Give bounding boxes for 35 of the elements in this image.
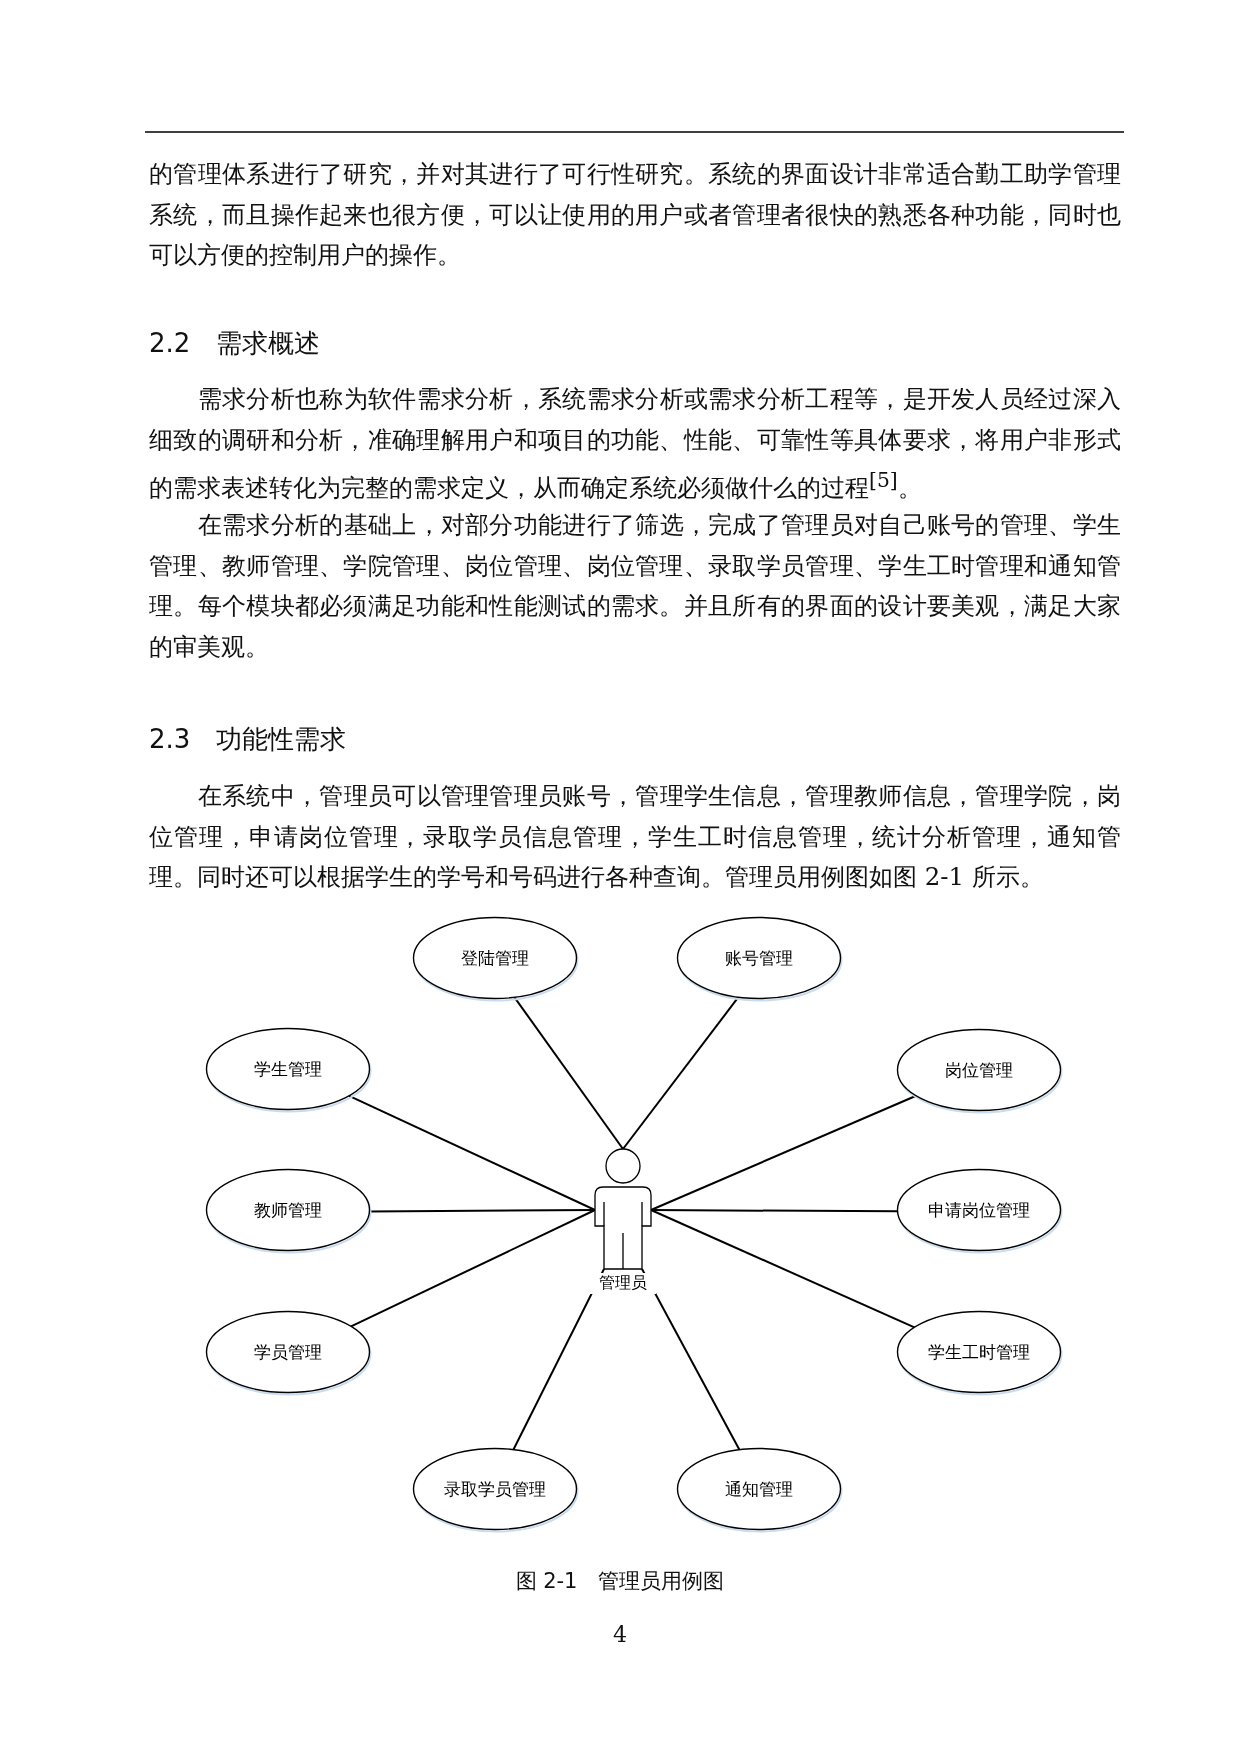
use-case-ellipse xyxy=(205,1310,371,1394)
use-case-ellipse xyxy=(676,1447,842,1531)
use-case-name: 申请岗位管理 xyxy=(927,1199,1031,1221)
actor-figure xyxy=(590,1146,656,1296)
use-case-name: 岗位管理 xyxy=(944,1059,1014,1081)
section-heading: 2.3 功能性需求 xyxy=(149,723,347,756)
page-number: 4 xyxy=(612,1622,628,1648)
use-case-name: 登陆管理 xyxy=(460,947,530,969)
actor-name: 管理员 xyxy=(590,1273,656,1294)
association-line xyxy=(368,1209,596,1213)
use-case-ellipse xyxy=(412,1447,578,1531)
use-case-name: 账号管理 xyxy=(724,947,794,969)
use-case-ellipse xyxy=(896,1310,1062,1394)
use-case-name: 教师管理 xyxy=(253,1199,323,1221)
association-line xyxy=(641,1268,741,1451)
body-paragraph: 在系统中，管理员可以管理管理员账号，管理学生信息，管理教师信息，管理学院，岗位管理，申请岗位管理，录取学员信息管理，学生工时信息管理，统计分析管理，通知管理。同时还可以根据学生的学号和号码进行各种查询。管理员用例图如图 2-1 所示。 xyxy=(149,780,1121,893)
use-case-ellipse xyxy=(896,1168,1062,1252)
body-paragraph: 的管理体系进行了研究，并对其进行了可行性研究。系统的界面设计非常适合勤工助学管理系统，而且操作起来也很方便，可以让使用的用户或者管理者很快的熟悉各种功能，同时也可以方便的控制用户的操作。 xyxy=(149,158,1121,271)
use-case-name: 录取学员管理 xyxy=(443,1478,547,1500)
use-case-ellipse xyxy=(205,1027,371,1111)
association-line xyxy=(512,1268,605,1451)
body-paragraph: 需求分析也称为软件需求分析，系统需求分析或需求分析工程等，是开发人员经过深入细致的调研和分析，准确理解用户和项目的功能、性能、可靠性等具体要求，将用户非形式的需求表述转化为完整的需求定义，从而确定系统必须做什么的过程$^{[5]}$。 xyxy=(149,383,1121,505)
association-line xyxy=(350,1209,596,1328)
use-case-ellipse xyxy=(896,1028,1062,1112)
use-case-name: 通知管理 xyxy=(724,1478,794,1500)
figure-caption: 图 2-1 管理员用例图 xyxy=(514,1568,726,1595)
use-case-ellipse xyxy=(412,916,578,1000)
use-case-name: 学生工时管理 xyxy=(927,1341,1031,1363)
use-case-ellipse xyxy=(205,1168,371,1252)
use-case-name: 学生管理 xyxy=(253,1058,323,1080)
body-paragraph: 在需求分析的基础上，对部分功能进行了筛选，完成了管理员对自己账号的管理、学生管理、教师管理、学院管理、岗位管理、岗位管理、录取学员管理、学生工时管理和通知管理。每个模块都必须满足功能和性能测试的需求。并且所有的界面的设计要美观，满足大家的审美观。 xyxy=(149,509,1121,663)
association-line xyxy=(348,1094,596,1211)
use-case-ellipse xyxy=(676,916,842,1000)
use-case-name: 学员管理 xyxy=(253,1341,323,1363)
section-heading: 2.2 需求概述 xyxy=(149,327,321,360)
